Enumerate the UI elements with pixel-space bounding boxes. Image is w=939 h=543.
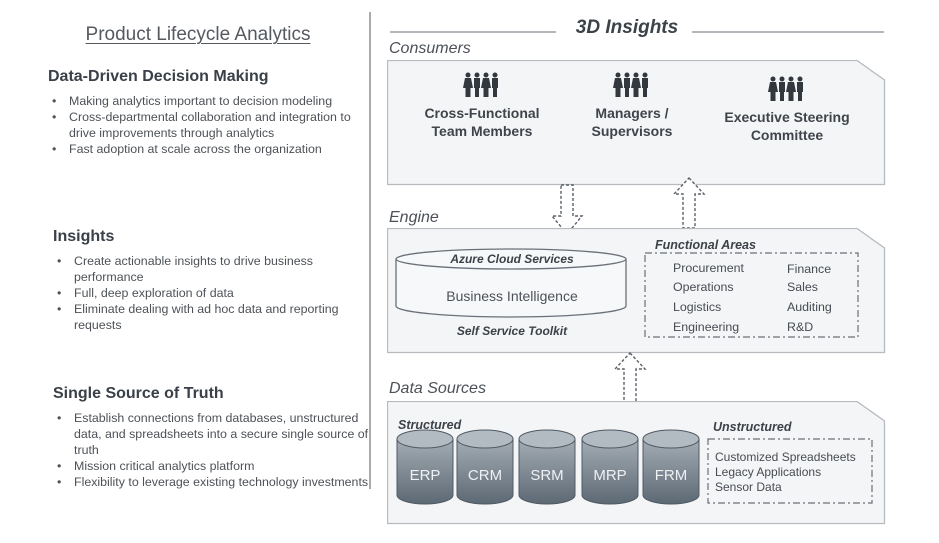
consumer-label-line2: Supervisors [591,123,673,139]
functional-area-item: Procurement [673,261,744,275]
layer-label-consumers: Consumers [389,40,471,57]
arrow-up-data-to-engine [613,351,647,404]
functional-area-item: Engineering [673,320,740,334]
arrow-down-consumers-to-engine [550,184,584,236]
section-data-driven: Data-Driven Decision Making Making analy… [48,68,368,157]
data-sources-panel: Structured ERP CRM SRM MRP FRM Unstructu… [387,401,886,525]
unstructured-item: Customized Spreadsheets [715,450,856,464]
consumer-group: Cross-Functional Team Members [407,72,557,140]
functional-area-item: Operations [673,280,734,294]
platform-body: Business Intelligence [446,288,578,304]
consumer-label-line1: Cross-Functional [424,105,540,121]
header-rule-left [390,31,556,33]
section-heading: Data-Driven Decision Making [48,68,269,85]
consumer-label-line1: Executive Steering [724,109,850,125]
engine-panel: Azure Cloud Services Business Intelligen… [387,228,886,354]
bullet-item: Cross-departmental collaboration and int… [48,109,368,141]
platform-title: Azure Cloud Services [450,252,574,266]
layer-label-engine: Engine [389,209,439,226]
section-insights: Insights Create actionable insights to d… [53,228,373,333]
page-title: Product Lifecycle Analytics [85,24,311,45]
database-cylinder-mrp [581,429,639,505]
database-label: MRP [593,467,627,484]
database-label: FRM [654,467,688,484]
bullet-item: Fast adoption at scale across the organi… [48,141,368,157]
bullet-item: Making analytics important to decision m… [48,93,368,109]
database-label: ERP [409,467,441,484]
consumer-label-line1: Managers / [595,105,669,121]
functional-areas-title: Functional Areas [655,238,756,252]
database-label: CRM [467,467,503,484]
section-single-source: Single Source of Truth Establish connect… [53,385,373,490]
functional-area-item: Finance [787,262,832,276]
functional-areas-box [644,252,859,338]
database-cylinder-frm [642,429,700,505]
vertical-divider [369,12,371,489]
people-group-icon [463,72,498,97]
layer-label-data-sources: Data Sources [389,380,486,397]
bullet-item: Establish connections from databases, un… [53,410,373,458]
database-cylinder-srm [518,429,576,505]
structured-databases [396,429,700,505]
unstructured-item: Sensor Data [715,480,782,494]
consumer-group: Managers / Supervisors [567,72,697,140]
functional-area-item: Auditing [787,300,832,314]
diagram-title: 3D Insights [575,17,679,38]
bullet-item: Eliminate dealing with ad hoc data and r… [53,301,373,333]
database-cylinder-crm [456,429,514,505]
consumers-panel: Cross-Functional Team Members Managers /… [387,60,886,186]
bullet-item: Flexibility to leverage existing technol… [53,474,373,490]
section-heading: Single Source of Truth [53,385,224,402]
functional-area-item: R&D [787,320,814,334]
bullet-item: Full, deep exploration of data [53,285,373,301]
functional-area-item: Sales [787,280,818,294]
unstructured-box [707,438,873,504]
unstructured-item: Legacy Applications [715,465,822,479]
header-rule-right [692,31,884,33]
arrow-up-engine-to-consumers [672,176,706,229]
section-heading: Insights [53,228,115,245]
unstructured-title: Unstructured [713,420,792,434]
people-group-icon [768,76,803,101]
structured-title: Structured [398,418,462,432]
business-intelligence-cylinder [395,248,627,318]
toolkit-label: Self Service Toolkit [456,324,568,338]
bullet-item: Create actionable insights to drive busi… [53,253,373,285]
consumer-group: Executive Steering Committee [707,76,867,144]
consumer-label-line2: Team Members [431,123,533,139]
people-group-icon [613,72,648,97]
database-label: SRM [530,467,564,484]
panel-shape [387,60,886,186]
bullet-item: Mission critical analytics platform [53,458,373,474]
consumer-label-line2: Committee [750,127,824,143]
database-cylinder-erp [396,429,454,505]
functional-area-item: Logistics [673,300,722,314]
